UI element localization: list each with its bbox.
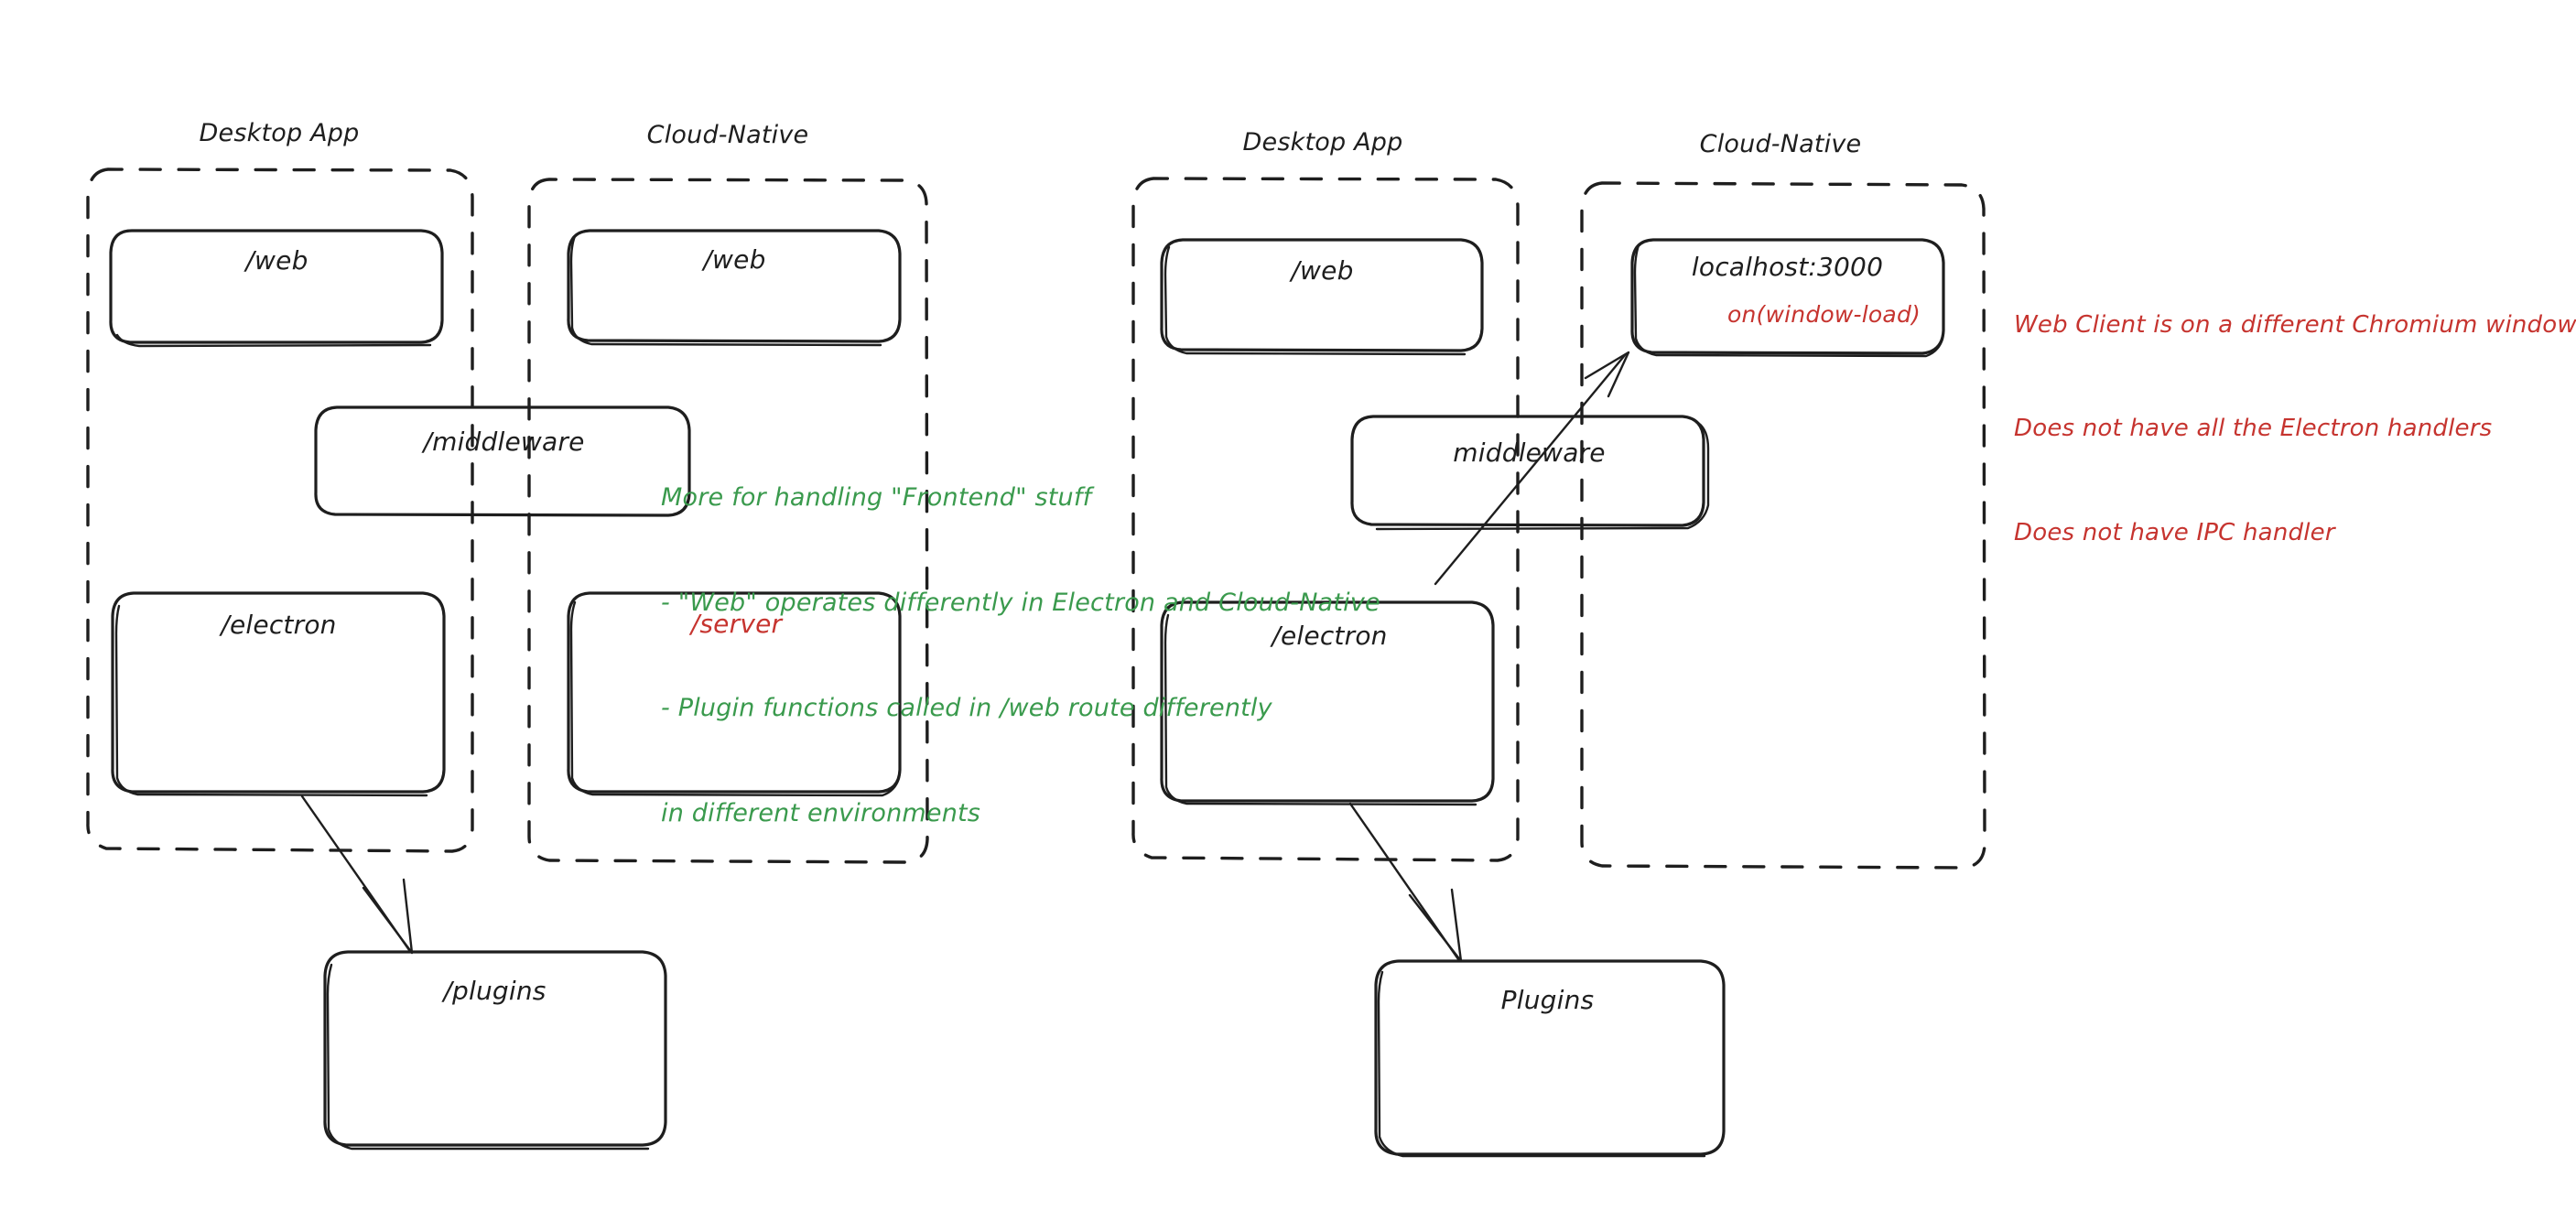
group-label-right-cloud-native: Cloud-Native <box>1699 130 1862 158</box>
annotation-red-line-2: Does not have all the Electron handlers <box>2014 415 2493 443</box>
node-label-left-plugins: /plugins <box>443 976 547 1006</box>
edge-arrowhead-left-electron-to-plugins <box>362 878 414 955</box>
group-label-left-cloud-native: Cloud-Native <box>646 121 809 149</box>
node-outline-right-middleware <box>1350 415 1705 527</box>
node-outline2-left-plugins <box>326 963 650 1151</box>
group-label-left-desktop-app: Desktop App <box>199 119 360 147</box>
annotation-green-note: More for handling "Frontend" stuff - "We… <box>661 410 1393 902</box>
node-outline-right-plugins <box>1374 959 1726 1156</box>
node-outline-left-web-cloud <box>567 229 902 343</box>
node-outline-right-web-desktop <box>1160 238 1484 352</box>
node-label-left-server: /server <box>690 609 783 639</box>
annotation-green-line-3: - Plugin functions called in /web route … <box>661 693 1272 722</box>
node-outline-left-server <box>567 591 902 794</box>
node-label-left-web-desktop: /web <box>245 245 308 276</box>
node-label-right-electron: /electron <box>1272 621 1388 651</box>
node-outline2-right-plugins <box>1377 970 1706 1158</box>
node-outline-right-electron <box>1160 600 1495 803</box>
node-outline-right-localhost <box>1630 238 1945 355</box>
annotation-red-line-3: Does not have IPC handler <box>2014 518 2335 546</box>
node-label-left-web-cloud: /web <box>703 244 766 275</box>
node-label-right-localhost: localhost:3000 <box>1691 252 1884 282</box>
node-sublabel-right-localhost: on(window-load) <box>1727 301 1921 328</box>
node-outline2-right-web-desktop <box>1164 245 1467 356</box>
node-label-left-electron: /electron <box>221 610 337 640</box>
group-outline-left-desktop-app <box>86 168 474 853</box>
node-outline-left-plugins <box>323 950 667 1147</box>
group-outline-right-desktop-app <box>1131 177 1520 862</box>
node-label-left-middleware: /middleware <box>423 427 585 457</box>
edge-right-electron-to-localhost <box>1434 353 1627 586</box>
node-label-right-web-desktop: /web <box>1291 255 1354 286</box>
node-outline2-left-web-cloud <box>569 234 882 347</box>
annotation-green-line-1: More for handling "Frontend" stuff <box>661 482 1092 512</box>
node-outline-left-web-desktop <box>109 229 444 344</box>
node-outline2-left-server <box>569 600 901 797</box>
node-outline-left-electron <box>111 591 446 794</box>
annotation-green-line-4: in different environments <box>661 798 981 827</box>
annotation-red-line-1: Web Client is on a different Chromium wi… <box>2014 311 2576 340</box>
node-outline2-left-electron <box>114 604 428 797</box>
annotation-green-line-2: - "Web" operates differently in Electron… <box>661 588 1380 617</box>
node-outline2-right-middleware <box>1375 421 1710 531</box>
group-label-right-desktop-app: Desktop App <box>1242 128 1403 157</box>
edge-arrowhead-right-electron-to-plugins <box>1408 888 1463 963</box>
node-outline2-right-electron <box>1164 613 1477 806</box>
node-label-right-middleware: middleware <box>1453 438 1606 468</box>
annotation-red-note: Web Client is on a different Chromium wi… <box>2014 240 2576 620</box>
node-label-right-plugins: Plugins <box>1500 985 1595 1015</box>
node-outline2-left-web-desktop <box>115 333 432 348</box>
group-outline-left-cloud-native <box>527 178 929 864</box>
edge-arrowhead-right-electron-to-localhost <box>1584 351 1630 398</box>
group-outline-right-cloud-native <box>1580 181 1986 870</box>
node-outline-left-middleware <box>314 405 691 517</box>
node-outline2-right-localhost <box>1633 243 1944 358</box>
